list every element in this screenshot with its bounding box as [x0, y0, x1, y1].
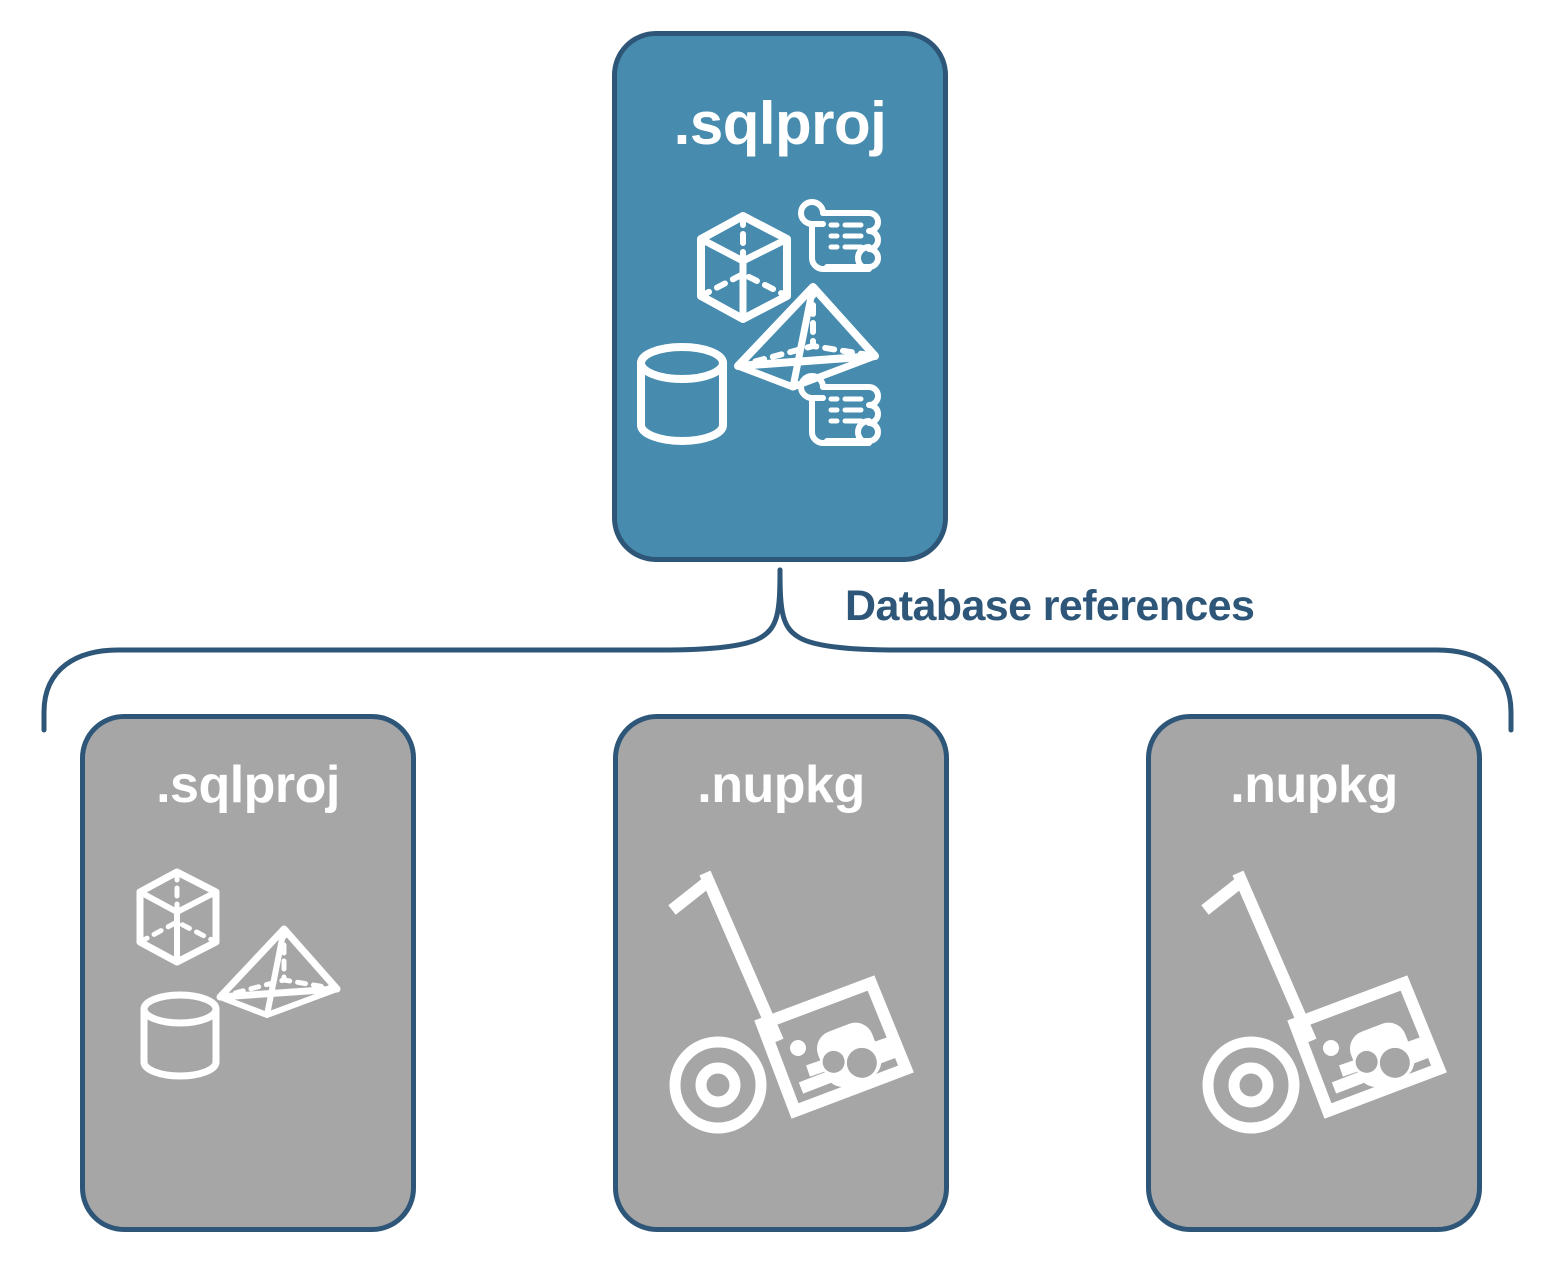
- scroll-icon: [798, 199, 881, 272]
- connector-label: Database references: [845, 582, 1255, 630]
- cylinder-icon: [637, 343, 727, 445]
- nuget-logo-mark: [790, 1022, 882, 1088]
- node-label: .nupkg: [697, 756, 865, 814]
- truck-handle: [1201, 875, 1247, 915]
- node-label: .sqlproj: [156, 756, 340, 814]
- sqlproj-shapes-art: [637, 199, 881, 446]
- truck-frame: [1232, 870, 1317, 1044]
- truck-wheel: [669, 1036, 767, 1134]
- package-box: [1287, 975, 1447, 1119]
- node-sqlproj-project[interactable]: .sqlproj: [612, 31, 948, 562]
- truck-handle: [668, 875, 714, 915]
- sqlproj-shapes-art: [136, 868, 341, 1080]
- node-nupkg-reference-1[interactable]: .nupkg: [613, 714, 949, 1232]
- node-label: .sqlproj: [673, 90, 887, 157]
- cube-icon: [136, 868, 220, 966]
- cube-icon: [697, 212, 791, 323]
- pyramid-icon: [216, 925, 341, 1018]
- node-label: .nupkg: [1230, 756, 1398, 814]
- hand-truck-package-icon: [1201, 870, 1447, 1134]
- hand-truck-package-icon: [668, 870, 914, 1134]
- truck-wheel: [1202, 1036, 1300, 1134]
- cylinder-icon: [140, 991, 220, 1080]
- node-sqlproj-reference[interactable]: .sqlproj: [80, 714, 416, 1232]
- pyramid-icon: [734, 283, 879, 391]
- package-box: [754, 975, 914, 1119]
- truck-frame: [699, 870, 784, 1044]
- node-nupkg-reference-2[interactable]: .nupkg: [1146, 714, 1482, 1232]
- scroll-icon: [798, 373, 881, 446]
- nuget-logo-mark: [1323, 1022, 1415, 1088]
